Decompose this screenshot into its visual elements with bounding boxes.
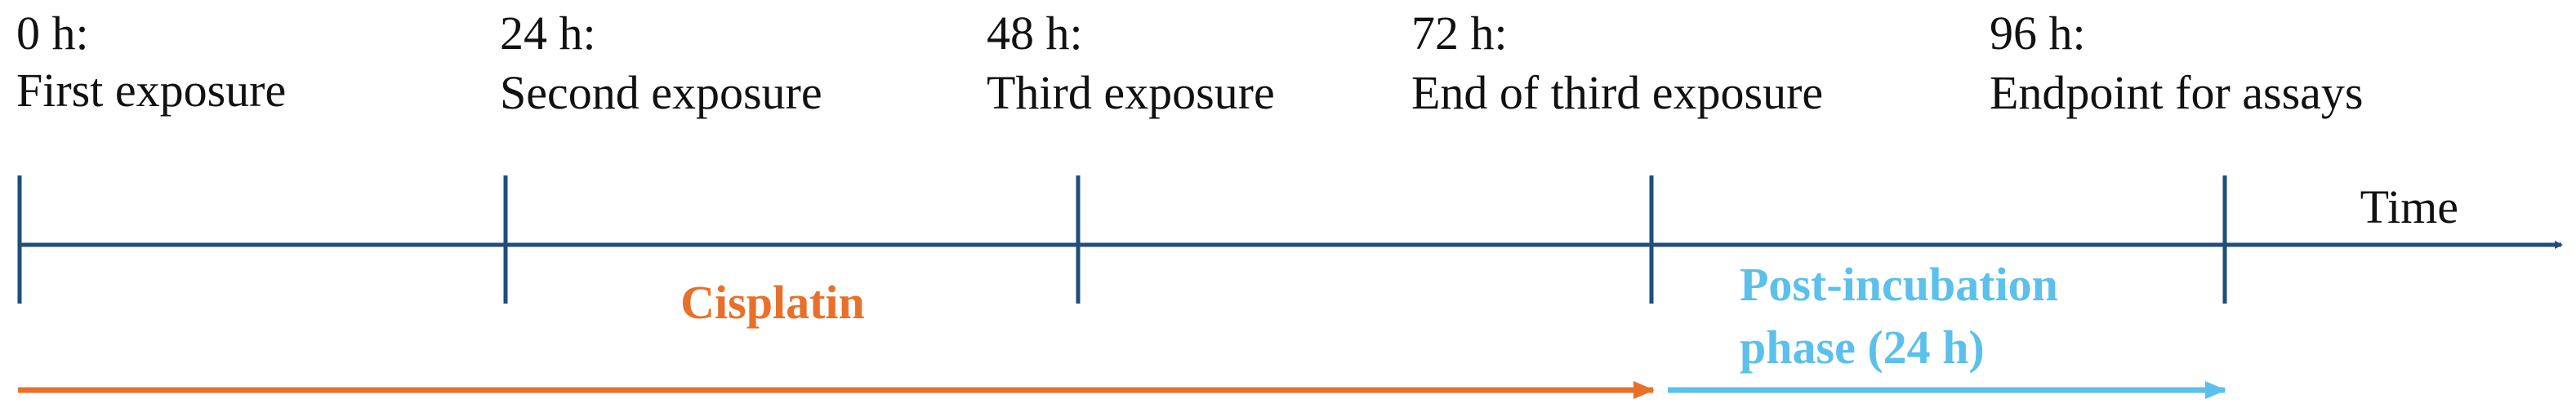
axis-label-time: Time [2360,180,2458,233]
milestone-event-0: First exposure [16,64,286,117]
milestone-time-0: 0 h: [16,7,89,60]
milestone-event-2: Third exposure [987,66,1275,119]
post-incubation-label-line1: Post-incubation [1740,258,2058,311]
milestone-time-1: 24 h: [500,7,596,60]
milestone-time-3: 72 h: [1411,7,1508,60]
milestone-time-4: 96 h: [1990,7,2086,60]
cisplatin-label: Cisplatin [680,276,865,329]
milestone-event-1: Second exposure [500,66,822,119]
milestone-event-4: Endpoint for assays [1990,66,2364,119]
post-incubation-label-line2: phase (24 h) [1740,321,1985,374]
milestone-event-3: End of third exposure [1411,66,1823,119]
milestone-time-2: 48 h: [987,7,1083,60]
